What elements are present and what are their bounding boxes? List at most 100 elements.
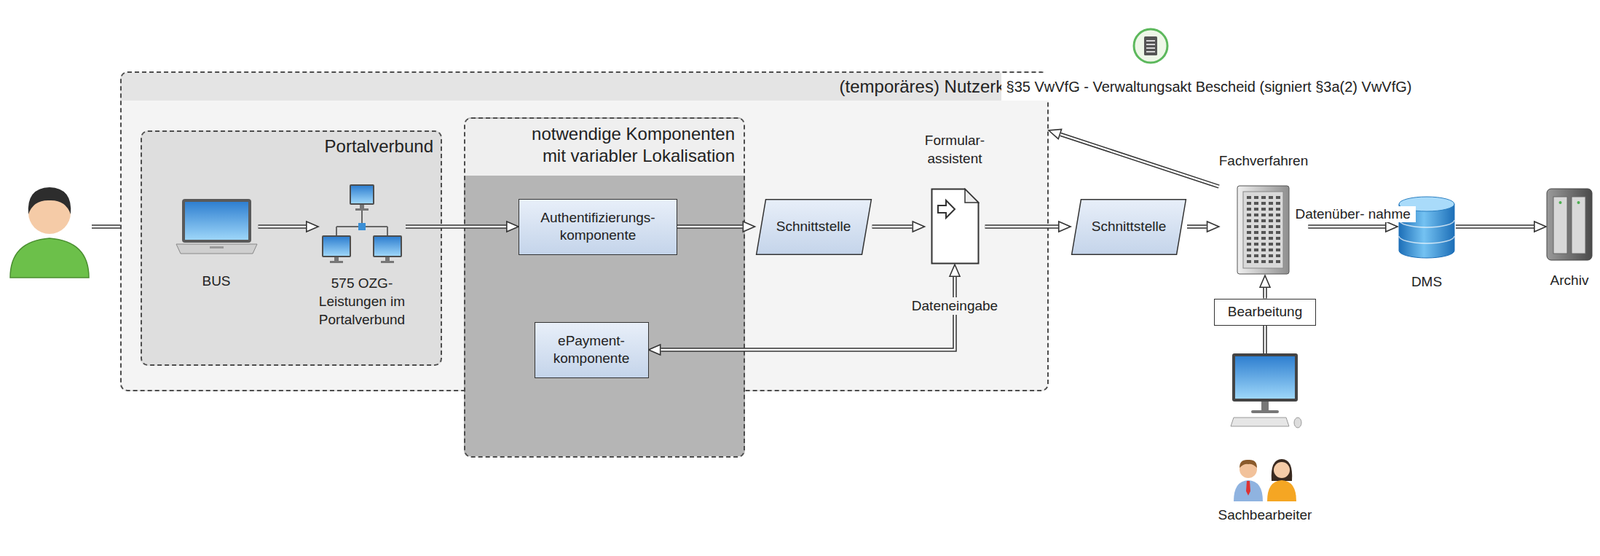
laptop-frame (182, 198, 252, 243)
server-vent (1254, 219, 1259, 223)
man-tie (1246, 480, 1251, 496)
connector-outline (1060, 134, 1220, 187)
server-vent (1268, 195, 1274, 199)
box-label: Authentifizierungs- komponente (540, 209, 656, 244)
laptop-screen (184, 201, 249, 240)
archive-bay (1553, 196, 1568, 254)
process-box: Authentifizierungs- komponente (518, 198, 678, 255)
archive-led (1577, 201, 1581, 204)
badge-circle (1133, 29, 1168, 63)
archive-case (1546, 188, 1592, 260)
server-vent (1246, 225, 1252, 228)
laptop-icon (174, 197, 259, 256)
database-top (1398, 196, 1455, 212)
computer-icon (1224, 353, 1306, 430)
server-vent (1268, 230, 1274, 234)
process-box: ePayment- komponente (534, 321, 649, 378)
network-icon (320, 182, 405, 267)
server-vent (1268, 207, 1274, 211)
network-wires (336, 210, 388, 236)
document-page (931, 189, 979, 264)
server-vent (1268, 213, 1274, 217)
icon-caption: Archiv (1550, 270, 1590, 290)
nas-icon (1546, 187, 1593, 261)
laptop-touchpad (209, 246, 224, 249)
server-vent (1246, 195, 1252, 199)
server-vent (1275, 207, 1281, 211)
person-icon (10, 187, 89, 278)
server-vent (1268, 248, 1274, 252)
group-region: notwendige Komponenten mit variabler Lok… (463, 117, 746, 458)
connector (872, 226, 913, 228)
server-vent (1261, 242, 1266, 246)
icon-caption: BUS (201, 271, 231, 290)
icon-node: DMS (1397, 195, 1456, 291)
computer-base (1251, 410, 1279, 413)
server-vent (1246, 207, 1252, 211)
server-vent (1268, 236, 1274, 240)
server-vent (1246, 259, 1252, 263)
database-bands (1398, 219, 1455, 244)
computer-stand (1261, 401, 1269, 411)
connector-inner (1455, 225, 1534, 228)
laptop-base (176, 243, 258, 254)
server-vent (1246, 248, 1252, 252)
connector-inner (661, 276, 956, 350)
server-vent (1246, 236, 1252, 240)
server-vent (1275, 242, 1281, 246)
interface-parallelogram: Schnittstelle (1070, 198, 1188, 255)
connector-inner (405, 225, 507, 228)
badge-lines (1146, 40, 1156, 52)
server-vent (1254, 225, 1259, 228)
server-vent (1254, 236, 1259, 240)
server-vent (1261, 254, 1266, 258)
archive-led (1559, 201, 1563, 204)
server-vent (1246, 230, 1252, 234)
monitor-screen (323, 236, 350, 256)
interface-parallelogram: Schnittstelle (755, 198, 873, 255)
box-label: ePayment- komponente (552, 332, 630, 368)
connector-inner (677, 225, 743, 228)
document-badge (1133, 29, 1168, 63)
connector-inner (872, 225, 913, 228)
server-vent (1275, 254, 1281, 258)
connector-inner (1307, 225, 1386, 228)
edge-label: §35 VwVfG - Verwaltungsakt Bescheid (sig… (1001, 72, 1418, 101)
connector (985, 226, 1059, 228)
man-body (1233, 479, 1263, 502)
connector-outline (405, 224, 507, 229)
connector-inner (1187, 225, 1207, 228)
icon-node: 575 OZG- Leistungen im Portalverbund (318, 182, 406, 329)
connector (1264, 287, 1266, 299)
icon-node: Sachbearbeiter (1218, 353, 1313, 524)
server-vent (1268, 242, 1274, 246)
server-vent (1261, 195, 1266, 199)
server-vent (1268, 219, 1274, 223)
woman-head (1273, 461, 1290, 478)
server-vent (1268, 201, 1274, 205)
server-vent (1254, 207, 1259, 211)
server-vent (1246, 254, 1252, 258)
group-title: (temporäres) Nutzerkonto (130, 75, 1039, 98)
connector-outline (677, 224, 743, 229)
monitor-frame (321, 235, 352, 258)
server-vent (1268, 259, 1274, 263)
server-vent (1275, 230, 1281, 234)
server-vent (1246, 201, 1252, 205)
doc-icon (930, 187, 980, 265)
connector-outline (985, 224, 1059, 229)
connector (677, 226, 743, 228)
monitor-frame (349, 184, 375, 205)
process-box: Bearbeitung (1214, 298, 1316, 326)
server-vent (1254, 201, 1259, 205)
database-body (1398, 203, 1455, 258)
connector (661, 276, 956, 350)
server-icon (1235, 184, 1291, 276)
box-label: Schnittstelle (776, 217, 851, 236)
icon-caption: 575 OZG- Leistungen im Portalverbund (318, 273, 406, 329)
icon-node: BUS (174, 197, 259, 290)
connector-inner (985, 225, 1059, 228)
group-title: notwendige Komponenten mit variabler Lok… (530, 123, 735, 167)
